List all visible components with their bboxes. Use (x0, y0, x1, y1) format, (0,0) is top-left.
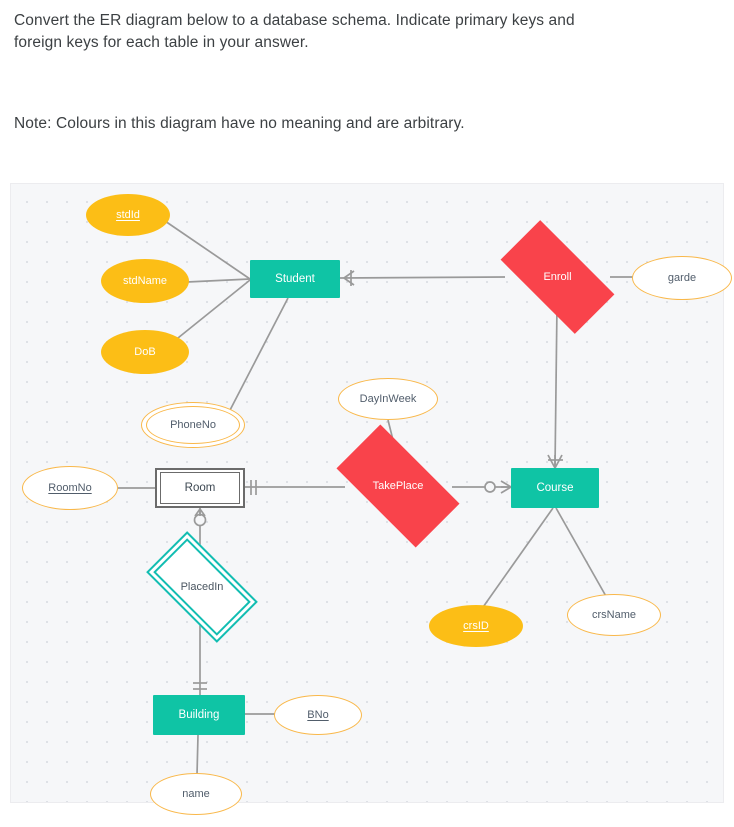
entity-course[interactable]: Course (511, 468, 599, 509)
entity-building[interactable]: Building (153, 695, 245, 736)
connector-dob-student (172, 279, 251, 344)
relationship-placedin-identifying[interactable]: PlacedIn (146, 531, 258, 644)
attribute-phoneno-multivalued[interactable]: PhoneNo (141, 402, 245, 449)
entity-room-label: Room (184, 482, 216, 495)
connector-course-crsname (555, 507, 608, 599)
connector-student-enroll (339, 276, 506, 280)
prompt-line-2: foreign keys for each table in your answ… (14, 34, 309, 52)
question-prompt: Convert the ER diagram below to a databa… (0, 0, 734, 55)
attribute-dayinweek-label: DayInWeek (359, 393, 417, 406)
attribute-phoneno-label: PhoneNo (170, 419, 216, 432)
connector-building-name (196, 735, 199, 776)
attribute-bno-label: BNo (307, 709, 329, 722)
ellipse-inner-border: PhoneNo (146, 406, 240, 445)
attribute-stdname-label: stdName (122, 275, 168, 288)
entity-course-label: Course (536, 482, 574, 495)
connector-phoneno-student (227, 298, 289, 415)
prompt-line-1: Convert the ER diagram below to a databa… (14, 12, 575, 29)
attribute-stdid-label: stdId (116, 209, 140, 222)
entity-student[interactable]: Student (250, 260, 340, 299)
cardinality-placedin-building (193, 682, 207, 691)
relationship-enroll[interactable]: Enroll (500, 220, 615, 335)
connector-course-crsid (480, 507, 554, 611)
cardinality-room-takeplace (250, 480, 257, 496)
entity-student-label: Student (275, 273, 315, 286)
attribute-garde[interactable]: garde (632, 256, 732, 301)
connector-stdid-student (164, 220, 251, 281)
entity-building-label: Building (178, 709, 220, 722)
attribute-crsid-label: crsID (463, 620, 489, 633)
colour-note: Note: Colours in this diagram have no me… (14, 114, 465, 132)
attribute-dob-label: DoB (134, 346, 156, 359)
cardinality-enroll-course (547, 455, 563, 469)
connector-enroll-course (554, 305, 558, 469)
attribute-name-label: name (182, 788, 210, 801)
attribute-crsname-label: crsName (591, 609, 636, 622)
entity-room-inner-border: Room (160, 472, 240, 505)
er-diagram-canvas: Student Course Building Room Enroll Take… (10, 183, 732, 816)
attribute-garde-label: garde (667, 272, 697, 285)
attribute-bno[interactable]: BNo (274, 695, 362, 736)
connector-stdname-student (186, 278, 251, 284)
cardinality-room-placedin (193, 508, 207, 527)
attribute-name[interactable]: name (150, 773, 242, 816)
cardinality-takeplace-course (484, 480, 512, 495)
attribute-roomno-label: RoomNo (48, 482, 92, 495)
cardinality-student-enroll (343, 270, 355, 287)
connector-layer (118, 220, 635, 776)
entity-room-weak[interactable]: Room (155, 468, 245, 509)
relationship-takeplace[interactable]: TakePlace (336, 424, 460, 548)
